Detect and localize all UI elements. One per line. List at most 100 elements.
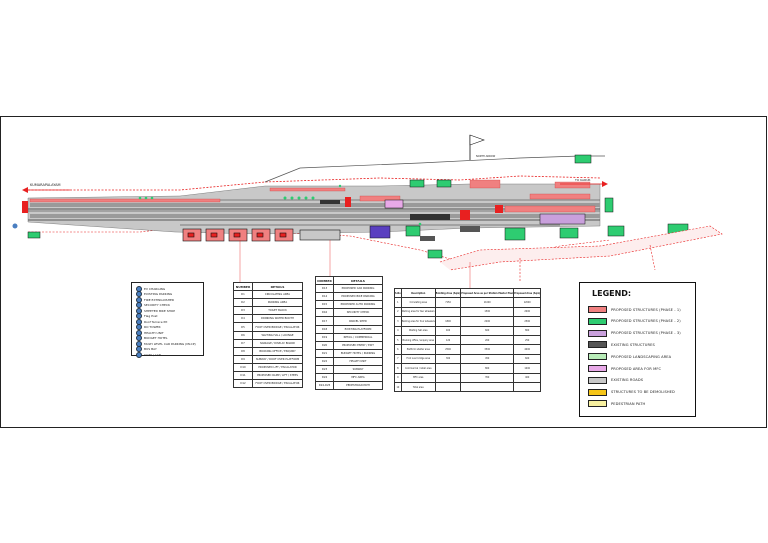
table-cell: 450: [460, 353, 515, 365]
amenity-item: EV CHARGING: [136, 285, 165, 292]
amenity-item: BUS BAY: [136, 346, 157, 352]
area-statement-table: S.No Description Existing Area (Sqm) Pro…: [394, 287, 542, 393]
amenity-item: Roof Terrace Pit: [136, 318, 167, 325]
north-flag-icon: [469, 134, 485, 160]
table-cell: 2200: [460, 316, 515, 327]
pedestrian-path: [439, 225, 723, 282]
table-cell: FOOT OVER BRIDGE / ESCALATOR: [252, 322, 303, 332]
table-cell: D8: [233, 346, 253, 356]
table-cell: 400: [513, 372, 542, 383]
table-cell: D10: [233, 362, 253, 373]
table-cell: PROPOSED LIFT / ESCALATOR: [252, 362, 303, 373]
table-cell: D3: [233, 306, 253, 316]
amenity-item: RO TOWER: [136, 324, 161, 330]
legend-label: PROPOSED LANDSCAPING AREA: [611, 354, 672, 359]
phase3-structures: [369, 199, 586, 239]
legend-label: PEDESTRIAN PATH: [611, 401, 646, 406]
legend-item: STRUCTURES TO BE DEMOLISHED: [588, 388, 675, 397]
amenity-item: Flag Post: [136, 313, 158, 319]
table-cell: 4: [394, 325, 402, 336]
table-header-cell: NUMBER: [315, 275, 334, 286]
table-cell: SIGNAGE / DISPLAY BOARD: [252, 338, 303, 348]
table-cell: [460, 381, 515, 393]
table-cell: 7150: [434, 297, 462, 308]
table-cell: 5: [394, 334, 402, 346]
table-cell: 400: [434, 325, 462, 336]
amenities-legend: EV CHARGING EXISTING PARKING FIRE EXTING…: [131, 282, 204, 358]
table-cell: PROPOSED CAR PARKING: [333, 284, 383, 294]
table-cell: 250: [513, 334, 542, 346]
legend-title: LEGEND:: [592, 289, 632, 298]
legend-label: PROPOSED STRUCTURES (PHASE - 3): [611, 331, 681, 336]
table-cell: Circulating area: [400, 297, 436, 308]
table-cell: D1: [233, 290, 253, 300]
table-header-row: NUMBER DETAILS: [315, 275, 383, 286]
table-cell: 800: [513, 325, 542, 336]
table-cell: D18: [315, 324, 334, 334]
table-cell: 6: [394, 344, 402, 355]
table-cell: [434, 363, 462, 374]
table-cell: FOOT OVER BRIDGE / ESCALATOR: [252, 379, 303, 389]
table-cell: Commercial / retail area: [400, 363, 436, 374]
legend-swatch: [588, 329, 607, 337]
cctv-icon: [136, 351, 142, 358]
table-cell: [434, 306, 462, 318]
location-marker-icon: [12, 223, 18, 229]
table-cell: D14: [315, 292, 334, 302]
phase2-structures: [27, 154, 689, 259]
table-header-cell: DETAILS: [333, 275, 383, 286]
table-cell: 7: [394, 353, 402, 365]
table-cell: PROPOSED BIKE PARKING: [333, 292, 383, 302]
table-cell: 2000: [513, 306, 542, 318]
table-cell: D24: [315, 373, 334, 383]
table-cell: D15: [315, 300, 334, 310]
table-cell: D6: [233, 330, 253, 340]
amenity-item: MULTI LEVEL CAR PARKING (MLCP): [136, 340, 196, 347]
table-cell: D11: [233, 371, 253, 381]
direction-arrow-right: [560, 181, 608, 187]
table-cell: PROPOSED AUTO PARKING: [333, 300, 383, 310]
legend-item: PROPOSED STRUCTURES (PHASE - 2): [588, 317, 681, 326]
table-header-cell: Proposed Area as per Station Master Plan: [460, 287, 515, 299]
table-header-row: S.No Description Existing Area (Sqm) Pro…: [394, 287, 542, 299]
table-cell: BUDGET HOTEL / PARKING: [333, 348, 383, 358]
phase1-structures: [22, 179, 596, 220]
table-cell: 2500: [513, 316, 542, 327]
legend-item: PROPOSED LANDSCAPING AREA: [588, 352, 671, 361]
legend-item: EXISTING STRUCTURES: [588, 340, 655, 349]
table-cell: 3500: [460, 344, 515, 355]
table-cell: Platform shelter area: [400, 344, 436, 355]
table-cell: 8: [394, 363, 402, 374]
north-note: NORTH ARROW: [476, 154, 496, 158]
table-cell: 600: [460, 325, 515, 336]
legend-item: PEDESTRIAN PATH: [588, 399, 645, 408]
table-cell: D5: [233, 322, 253, 332]
table-cell: D2: [233, 298, 253, 308]
table-cell: Parking area for two wheelers: [400, 306, 436, 318]
table-cell: 3: [394, 316, 402, 327]
table-cell: D24-D25: [315, 381, 334, 391]
legend-item: PROPOSED STRUCTURES (PHASE - 3): [588, 329, 681, 338]
direction-arrow-left: [22, 187, 70, 193]
table-cell: 1500: [460, 306, 515, 318]
table-cell: Foot over bridge area: [400, 353, 436, 365]
table-cell: Booking office / enquiry area: [400, 334, 436, 346]
